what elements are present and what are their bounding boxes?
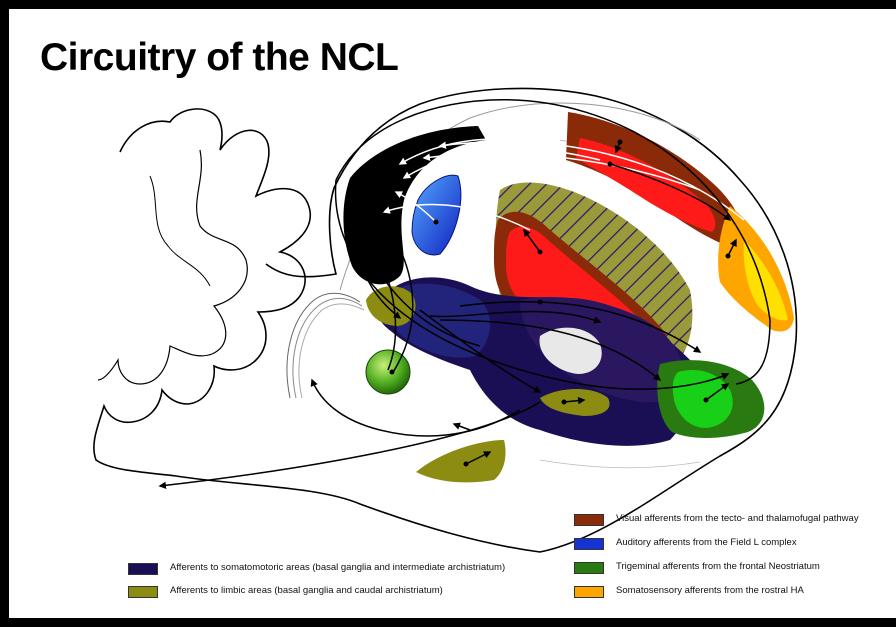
legend-swatch-limbic [128,586,158,598]
green-nucleus [366,350,410,394]
legend-label-trigeminal: Trigeminal afferents from the frontal Ne… [616,561,820,572]
legend-label-limbic: Afferents to limbic areas (basal ganglia… [170,585,443,596]
legend-label-somatomotor: Afferents to somatomotoric areas (basal … [170,562,505,573]
legend-label-auditory: Auditory afferents from the Field L comp… [616,537,797,548]
legend-label-visual: Visual afferents from the tecto- and tha… [616,513,859,524]
legend-swatch-somatosensory [574,586,604,598]
legend-swatch-trigeminal [574,562,604,574]
legend-label-somatosensory: Somatosensory afferents from the rostral… [616,585,804,596]
legend-swatch-somatomotor [128,563,158,575]
limbic-area-3 [416,440,506,482]
auditory-area [412,175,461,255]
legend-swatch-auditory [574,538,604,550]
legend-swatch-visual [574,514,604,526]
cerebellum-folds [98,150,247,384]
